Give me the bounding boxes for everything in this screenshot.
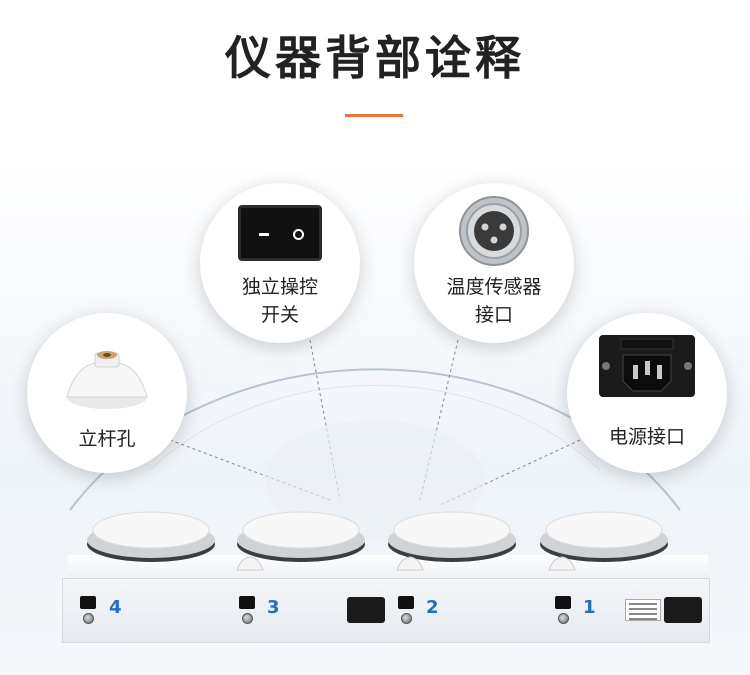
power-socket-icon: [599, 335, 695, 397]
station-1-switch[interactable]: [555, 596, 571, 609]
page-title: 仪器背部诠释: [225, 31, 525, 85]
station-3-number: 3: [267, 597, 280, 618]
device-front-panel: [62, 578, 710, 643]
station-1-sensor-port: [558, 613, 569, 624]
station-4-number: 4: [109, 597, 122, 618]
station-4-switch[interactable]: [80, 596, 96, 609]
sensor-connector-icon: [459, 196, 529, 266]
station-3-switch[interactable]: [239, 596, 255, 609]
station-3-sensor-port: [242, 613, 253, 624]
hotplate-2: [388, 511, 516, 562]
rocker-switch-icon: [238, 205, 322, 261]
switch-label-line2: 开关: [260, 304, 299, 326]
switch-label-line1: 独立操控: [241, 276, 318, 298]
rod-cap-icon: [236, 556, 264, 571]
station-2-number: 2: [426, 597, 439, 618]
callout-power: 电源接口: [567, 313, 727, 473]
rod-cap-icon: [548, 556, 576, 571]
station-2-switch[interactable]: [398, 596, 414, 609]
rod-cap-icon: [396, 556, 424, 571]
center-power-socket: [347, 597, 385, 623]
sensor-label-line2: 接口: [474, 304, 513, 326]
station-1-number: 1: [583, 597, 596, 618]
callout-switch: 独立操控 开关: [200, 183, 360, 343]
hotplate-4: [87, 511, 215, 562]
hotplate-3: [237, 511, 365, 562]
hotplate-1: [540, 511, 668, 562]
power-label: 电源接口: [608, 426, 685, 448]
station-2-sensor-port: [401, 613, 412, 624]
sensor-label-line1: 温度传感器: [446, 276, 542, 298]
main-power-socket: [664, 597, 702, 623]
callout-rod-hole: 立杆孔: [27, 313, 187, 473]
title-underline: [345, 114, 403, 117]
station-4-sensor-port: [83, 613, 94, 624]
rating-label: [625, 599, 661, 621]
rod-hole-label: 立杆孔: [78, 428, 136, 450]
rod-holder-icon: [66, 351, 148, 409]
callout-sensor: 温度传感器 接口: [414, 183, 574, 343]
